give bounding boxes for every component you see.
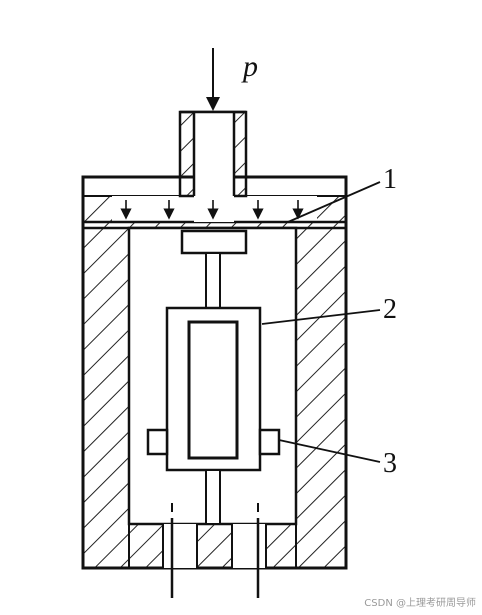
leader-line-2: [261, 309, 381, 325]
upper-rod: [205, 252, 221, 309]
right-tab: [258, 428, 281, 456]
left-tab: [146, 428, 169, 456]
leader-line-3: [278, 439, 381, 463]
lead-wires: [162, 503, 267, 598]
callout-1-label: 1: [383, 164, 397, 195]
pressure-inlet: [178, 110, 248, 222]
strain-frame-inner: [187, 320, 239, 460]
watermark: CSDN @上理考研周导师: [364, 598, 476, 609]
callout-3-label: 3: [383, 448, 397, 479]
leader-line-1: [287, 181, 381, 223]
connector-block: [180, 229, 248, 255]
callout-2-label: 2: [383, 294, 397, 325]
diaphragm-pressure-arrows: [120, 200, 304, 220]
pressure-label: p: [243, 50, 258, 83]
lower-rod: [205, 469, 221, 525]
